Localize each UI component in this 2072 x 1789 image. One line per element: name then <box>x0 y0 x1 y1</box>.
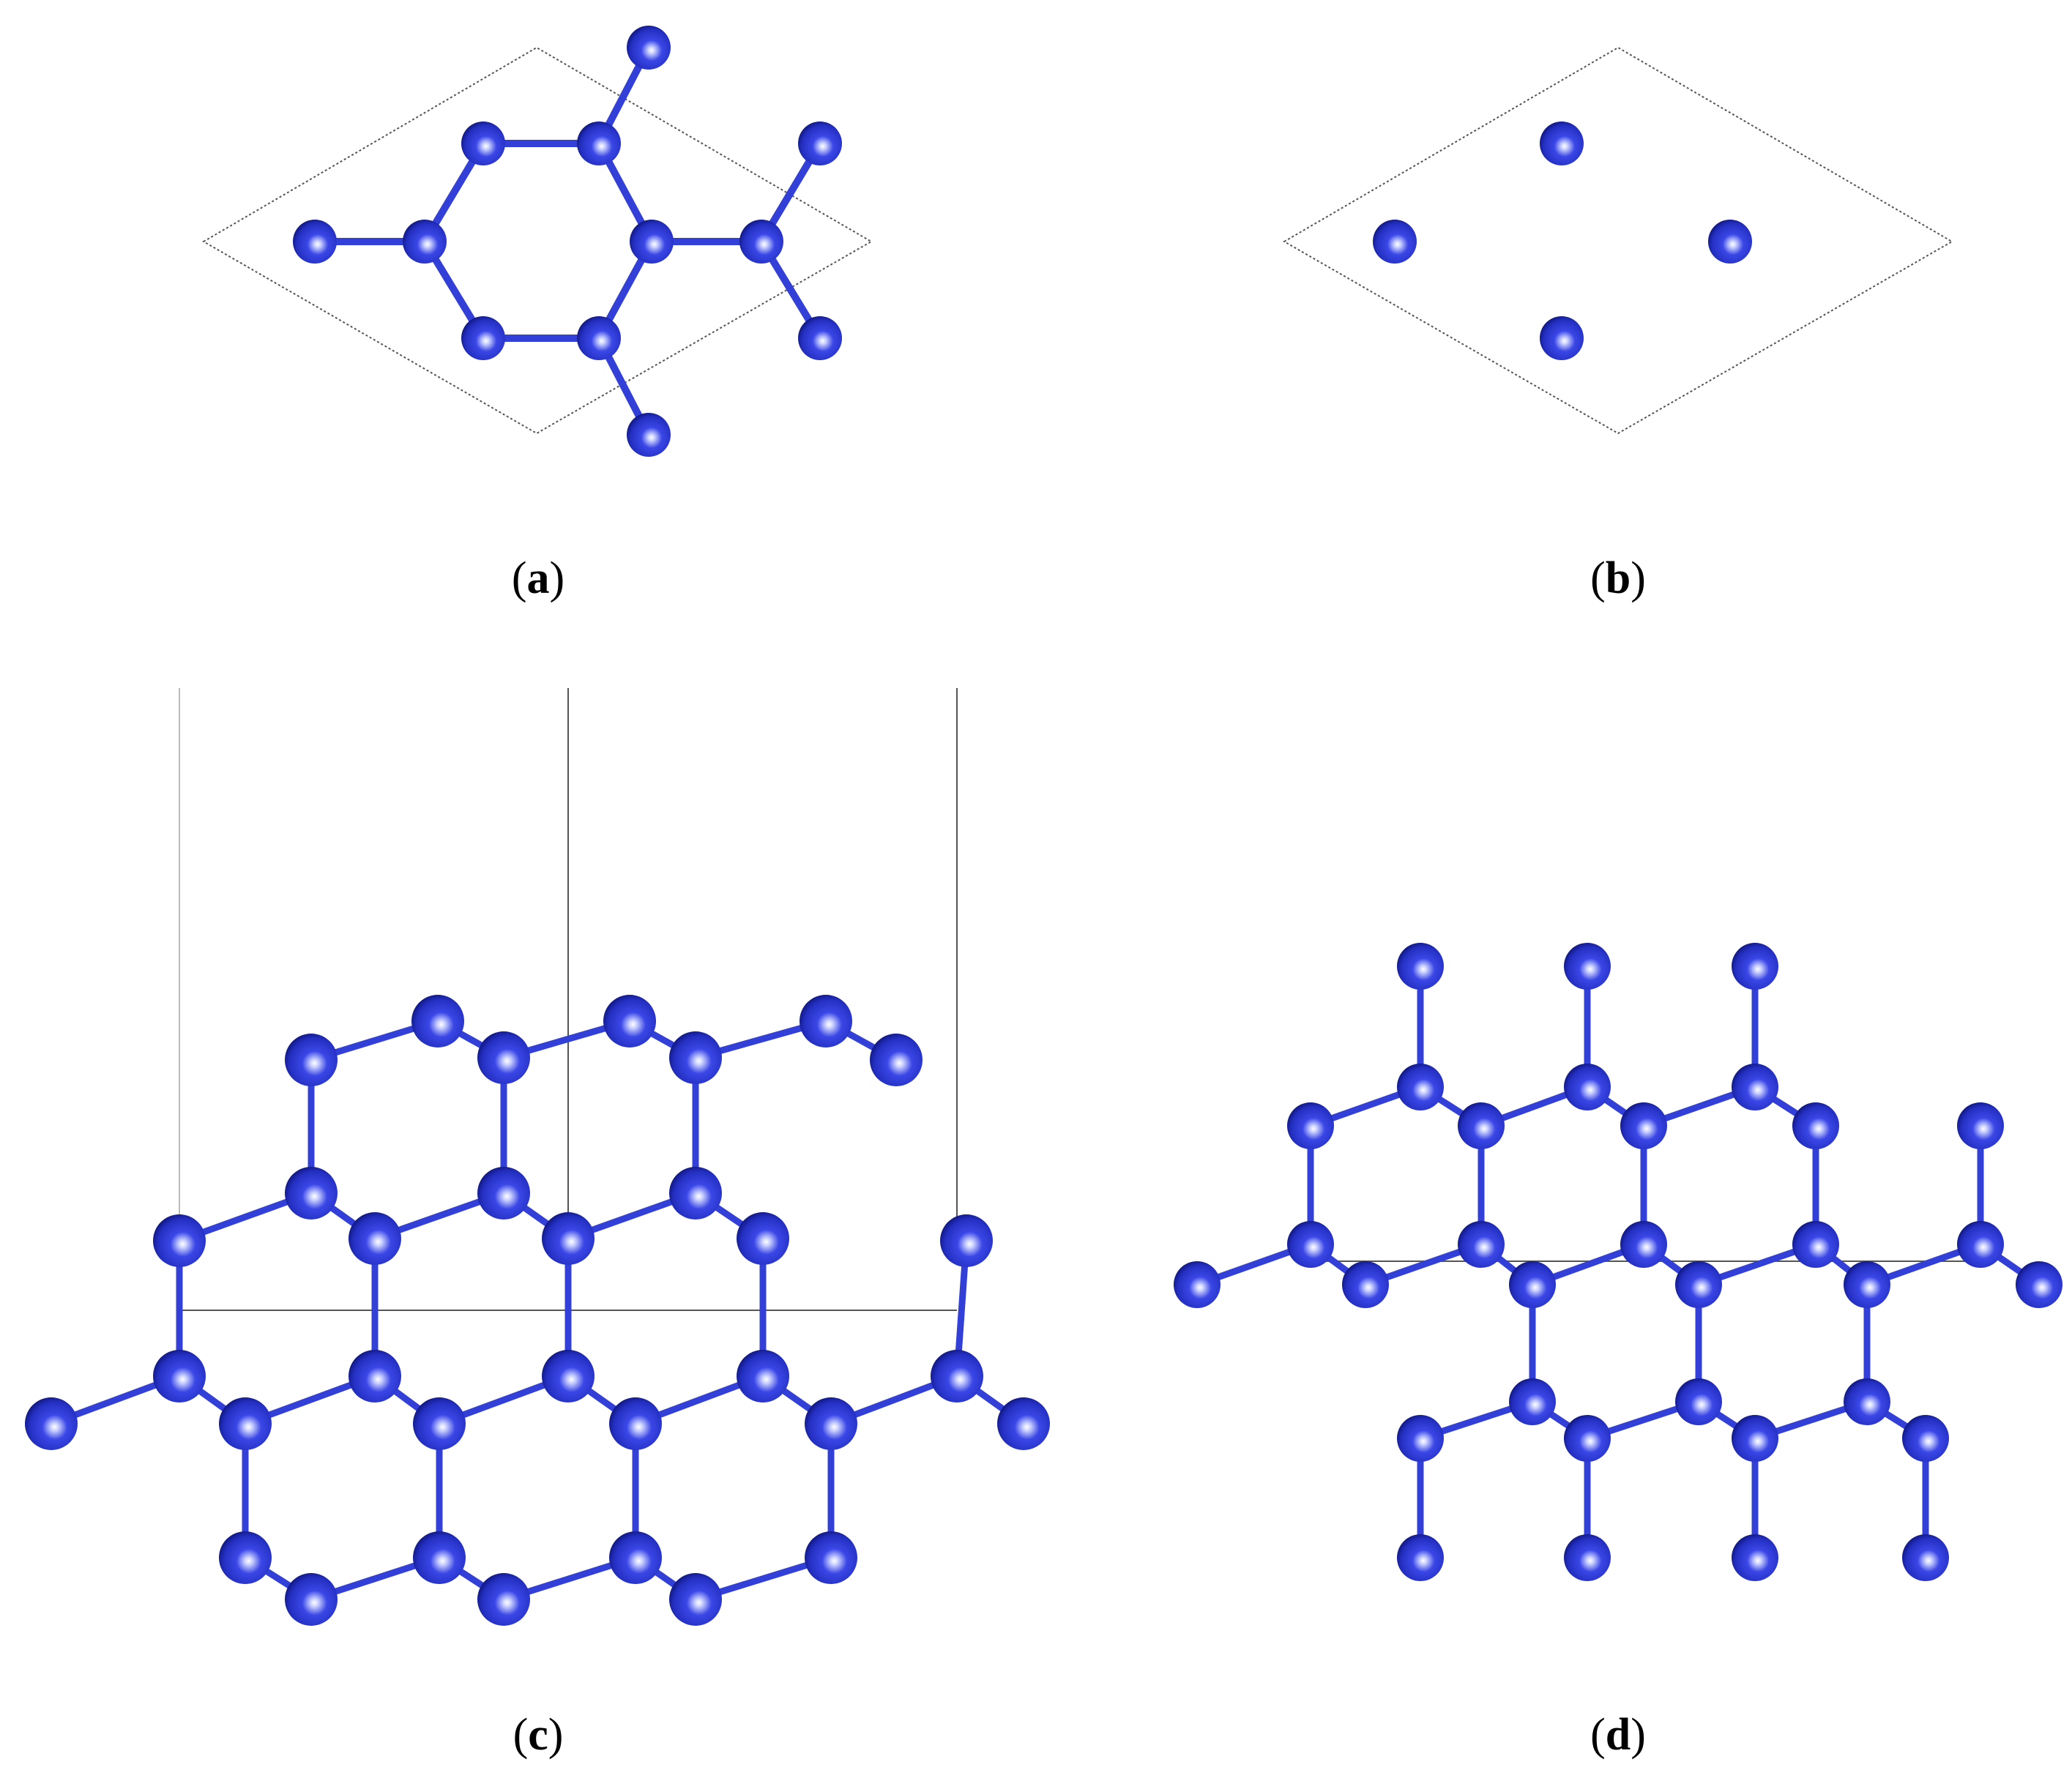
panel-a-atom <box>577 316 621 360</box>
panel-d-atom <box>2016 1261 2062 1308</box>
bond-layer <box>48 44 2043 1603</box>
panel-c-atom <box>805 1397 857 1450</box>
panel-c-atom <box>609 1531 662 1584</box>
panel-a-atom <box>293 220 337 264</box>
panel-c-atom <box>669 1031 722 1084</box>
panel-c-atom <box>285 1573 338 1626</box>
panel-d-atom <box>1564 1534 1611 1581</box>
panel-c-atom <box>609 1397 662 1450</box>
panel-d-atom <box>1792 1102 1839 1149</box>
panel-c-atom <box>153 1214 206 1267</box>
panel-d-atom <box>1397 1415 1444 1462</box>
panel-d-atom <box>1792 1221 1839 1268</box>
panel-d-atom <box>1675 1261 1722 1308</box>
panel-label-d: (d) <box>1590 1710 1646 1760</box>
panel-c-atom <box>603 995 656 1047</box>
panel-c-atom <box>940 1214 993 1267</box>
panel-d-atom <box>1902 1534 1949 1581</box>
panel-c-atom <box>669 1167 722 1220</box>
panel-a-atom <box>577 122 621 165</box>
panel-c-atom <box>669 1573 722 1626</box>
panel-d-atom <box>1844 1378 1890 1425</box>
panel-label-b: (b) <box>1590 553 1646 603</box>
panel-d-atom <box>1287 1102 1334 1149</box>
panel-a-atom <box>627 413 671 457</box>
panel-d-atom <box>1509 1378 1556 1425</box>
panel-d-atom <box>1564 943 1611 990</box>
panel-c-atom <box>285 1034 338 1086</box>
panel-c-atom <box>25 1397 78 1450</box>
panel-d-atom <box>1957 1221 2004 1268</box>
panel-d-atom <box>1732 1415 1778 1462</box>
panel-c-atom <box>219 1531 272 1584</box>
panel-d-atom <box>1458 1102 1505 1149</box>
panel-c-atom <box>870 1034 923 1086</box>
panel-c-atom <box>349 1350 401 1403</box>
panel-label-a: (a) <box>511 553 565 603</box>
panel-d-atom <box>1675 1378 1722 1425</box>
panel-a-atom <box>403 220 447 264</box>
panel-c-atom <box>411 995 464 1047</box>
panel-d-atom <box>1509 1261 1556 1308</box>
panel-c-atom <box>542 1212 595 1265</box>
panel-c-atom <box>800 995 852 1047</box>
panel-d-atom <box>1620 1221 1667 1268</box>
panel-c-atom <box>413 1531 466 1584</box>
panel-a-atom <box>461 316 505 360</box>
panel-d-atom <box>1957 1102 2004 1149</box>
panel-b-atom <box>1708 220 1752 264</box>
panel-label-c: (c) <box>513 1710 564 1760</box>
panel-a-atom <box>461 122 505 165</box>
panel-d-atom <box>1174 1261 1221 1308</box>
panel-d-atom <box>1458 1221 1505 1268</box>
panel-d-atom <box>1397 1064 1444 1110</box>
panel-a-atom <box>739 220 783 264</box>
atom-layer <box>25 26 2062 1626</box>
panel-d-atom <box>1287 1221 1334 1268</box>
panel-c-atom <box>737 1212 789 1265</box>
panel-c-atom <box>805 1531 857 1584</box>
panel-c-atom <box>285 1167 338 1220</box>
panel-d-atom <box>1564 1415 1611 1462</box>
panel-c-atom <box>477 1573 530 1626</box>
panel-c-atom <box>997 1397 1050 1450</box>
panel-b-atom <box>1373 220 1417 264</box>
panel-d-atom <box>1564 1064 1611 1110</box>
panel-a-atom <box>798 316 842 360</box>
panel-c-atom <box>219 1397 272 1450</box>
panel-c-atom <box>931 1350 983 1403</box>
panel-d-atom <box>1732 1064 1778 1110</box>
panel-b-atom <box>1540 122 1584 165</box>
panel-c-atom <box>477 1031 530 1084</box>
panel-d-atom <box>1732 1534 1778 1581</box>
panel-d-atom <box>1342 1261 1389 1308</box>
panel-a-atom <box>630 220 674 264</box>
panel-a-atom <box>627 26 671 70</box>
panel-d-atom <box>1397 943 1444 990</box>
panel-d-atom <box>1844 1261 1890 1308</box>
panel-a-atom <box>798 122 842 165</box>
panel-c-atom <box>153 1350 206 1403</box>
panel-d-atom <box>1620 1102 1667 1149</box>
panel-b-atom <box>1540 316 1584 360</box>
panel-c-atom <box>737 1350 789 1403</box>
panel-d-atom <box>1397 1534 1444 1581</box>
panel-d-atom <box>1732 943 1778 990</box>
panel-c-atom <box>413 1397 466 1450</box>
panel-c-atom <box>542 1350 595 1403</box>
panel-d-atom <box>1902 1415 1949 1462</box>
panel-c-atom <box>477 1167 530 1220</box>
panel-c-atom <box>349 1212 401 1265</box>
